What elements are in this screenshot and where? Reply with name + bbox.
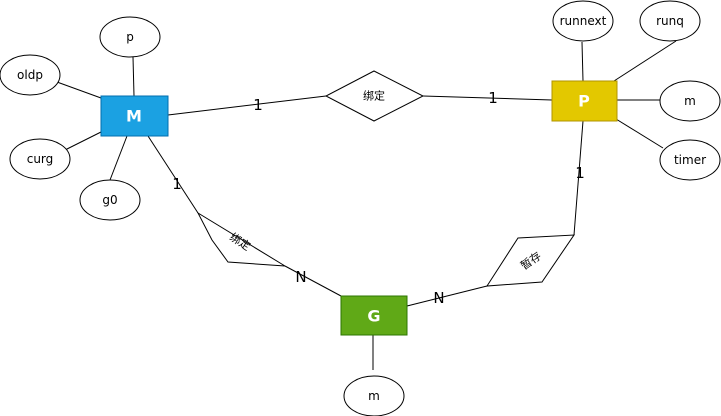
attribute-p-label: p [126,30,134,44]
attribute-p-m-label: m [684,94,696,108]
attribute-p-m-ellipse[interactable] [659,80,721,122]
line-p-rel-pg [573,120,584,236]
line-p-runnext-attr [581,41,584,82]
entity-p-label: P [578,92,590,111]
line-rel-pg-g [406,285,488,307]
attribute-g0-ellipse[interactable] [79,179,141,221]
attribute-curg-ellipse[interactable] [9,138,71,180]
cardinality-mp-m: 1 [253,96,263,114]
line-rel-mp-p [422,95,553,101]
cardinality-mg-g: N [295,268,306,286]
line-m-curg-attr [64,131,102,151]
cardinality-mp-p: 1 [488,89,498,107]
attribute-runnext-ellipse[interactable] [552,0,614,42]
attribute-p-ellipse[interactable] [99,16,161,58]
cardinality-pg-p: 1 [575,164,585,182]
line-m-g0-attr [109,135,128,181]
relationship-mp-diamond[interactable] [324,70,425,122]
entity-g-label: G [367,307,380,326]
entity-g-box[interactable] [340,295,408,336]
line-p-runq-attr [613,40,677,82]
relationship-pg-diamond[interactable] [486,234,575,287]
cardinality-mg-m: 1 [172,175,182,193]
attribute-g0-label: g0 [102,193,117,207]
attribute-g-m-ellipse[interactable] [343,375,405,416]
line-m-p-attr [132,56,135,97]
attribute-oldp-label: oldp [17,68,43,82]
line-m-rel-mg [147,135,199,214]
line-m-rel-mp [167,95,327,116]
relationship-mg-diamond[interactable] [196,211,286,267]
line-m-oldp-attr [56,81,102,99]
cardinality-pg-g: N [433,289,444,307]
line-p-timer-attr [615,118,664,149]
relationship-mp-label: 绑定 [363,89,385,103]
attribute-oldp-ellipse[interactable] [0,54,61,96]
attribute-timer-label: timer [674,153,706,167]
attribute-runnext-label: runnext [560,14,607,28]
entity-p-box[interactable] [551,80,618,122]
entity-m-label: M [126,107,142,126]
connector-lines [56,40,677,370]
attribute-g-m-label: m [368,389,380,403]
attribute-curg-label: curg [27,152,54,166]
attribute-runq-ellipse[interactable] [639,0,701,42]
attribute-runq-label: runq [656,14,684,28]
line-rel-mg-g [284,265,342,297]
attribute-timer-ellipse[interactable] [659,139,721,181]
entity-m-box[interactable] [100,95,169,137]
